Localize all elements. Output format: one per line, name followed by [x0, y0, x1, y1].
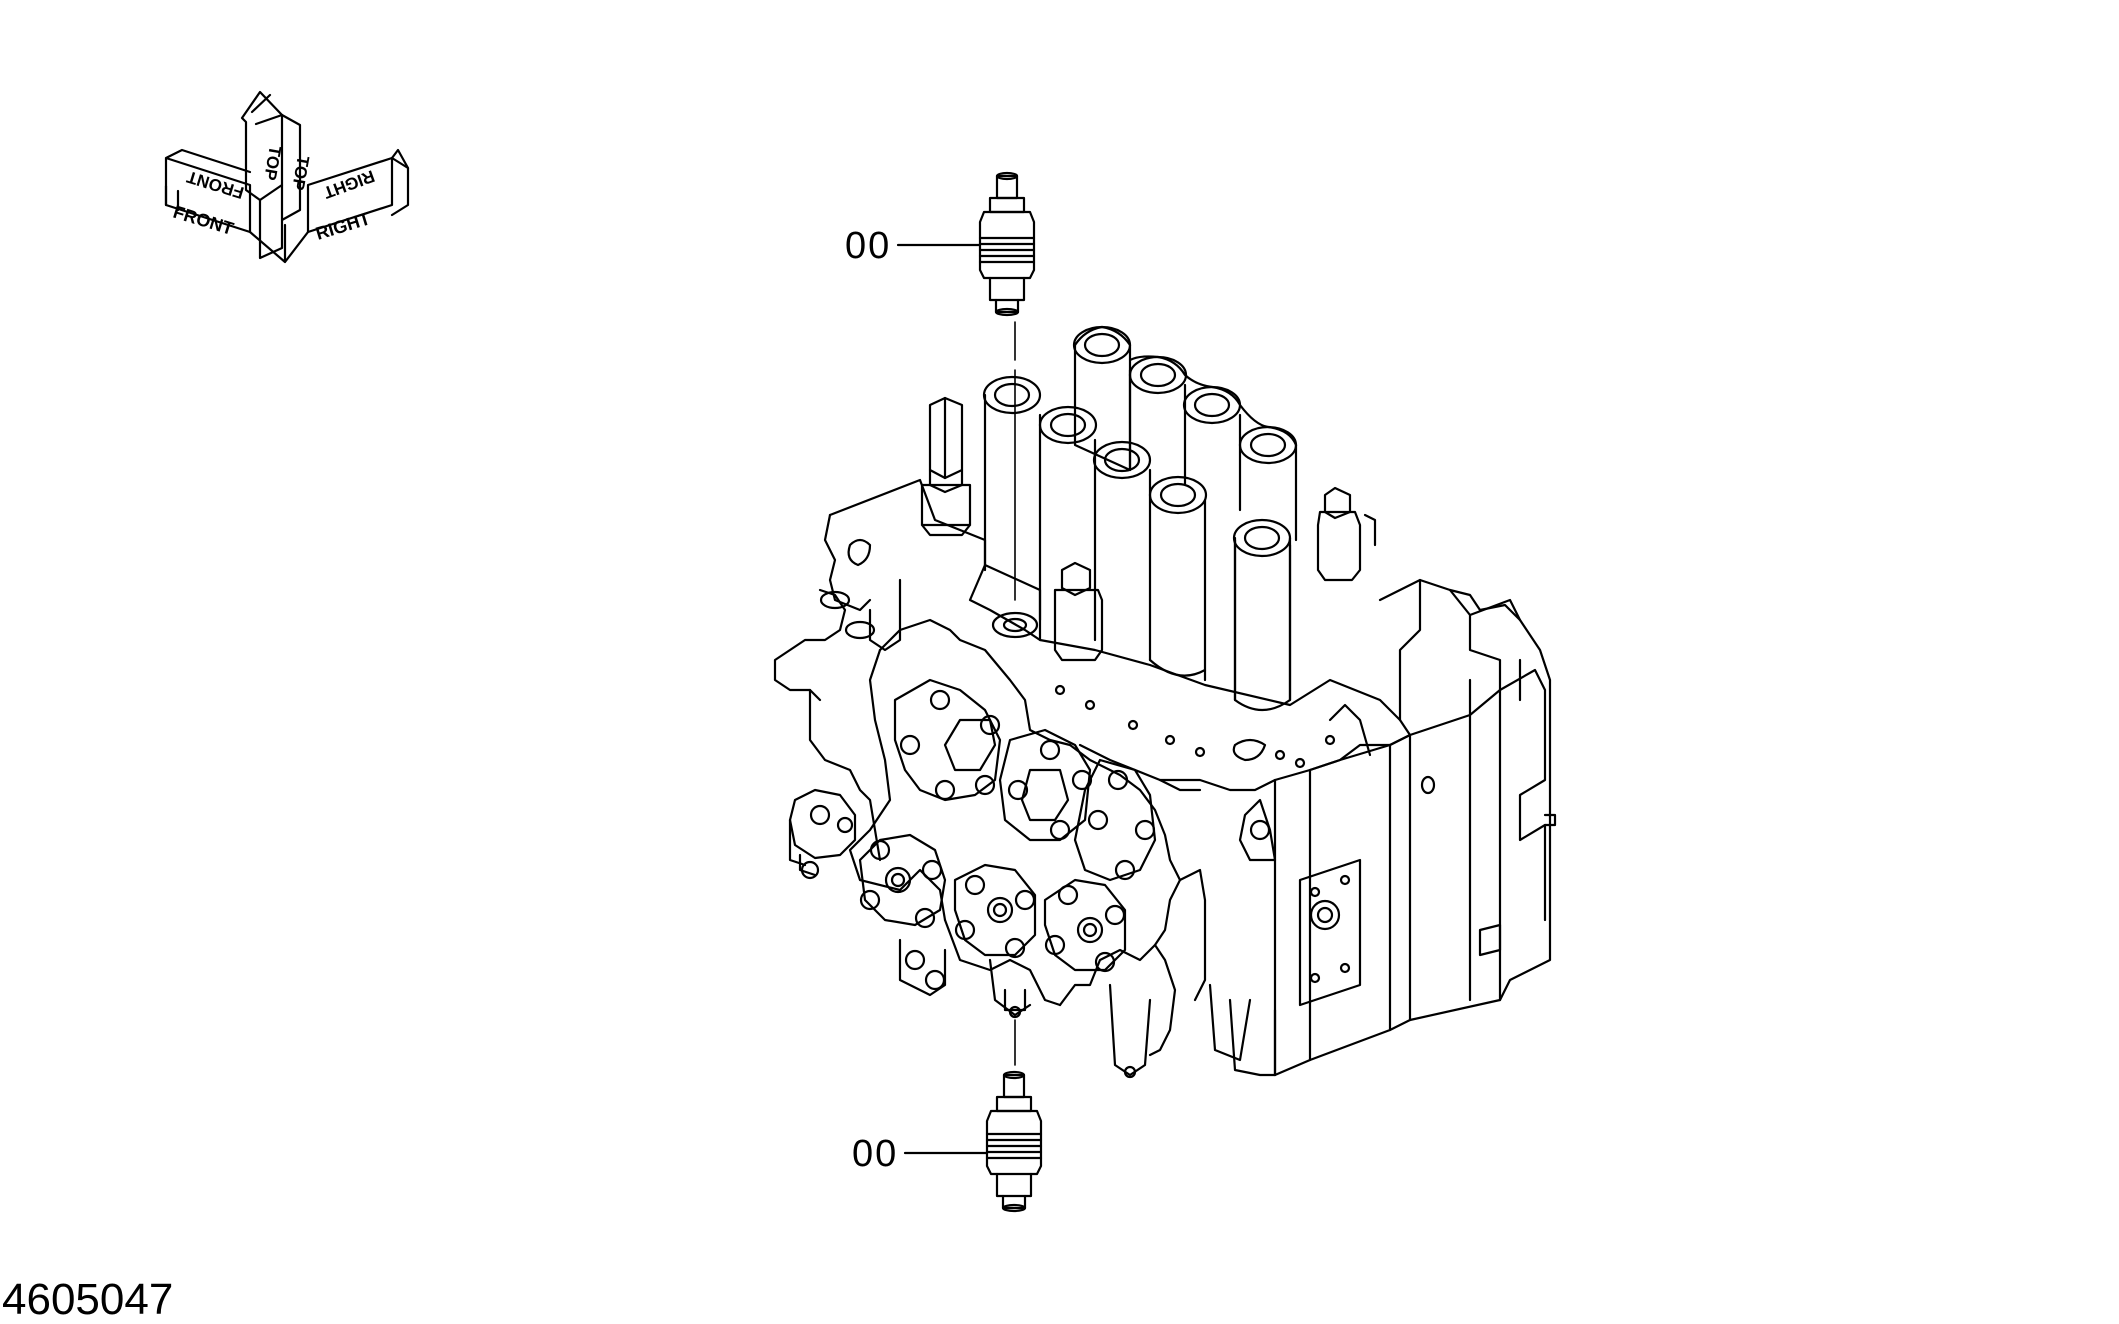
top-arrow-icon [240, 90, 284, 202]
right-label: RIGHT [313, 208, 372, 243]
callout-label-bottom[interactable]: 00 [852, 1133, 899, 1175]
front-label-inverted: FRONT [184, 167, 246, 202]
port-bosses-back-row [1072, 325, 1298, 542]
left-hex-plug [920, 396, 972, 537]
valve-body-right-block [1238, 688, 1502, 1077]
control-valve-assembly [773, 325, 1557, 1079]
relief-valve-top[interactable] [978, 171, 1036, 317]
top-deck [828, 478, 1412, 792]
port-bosses-front-row [982, 375, 1292, 712]
center-hex-plug [1053, 561, 1104, 662]
figure-number: 4605047 [2, 1275, 174, 1324]
front-label: FRONT [171, 202, 236, 239]
callout-label-top[interactable]: 00 [845, 225, 892, 267]
orientation-indicator-icon [164, 90, 410, 264]
right-hex-plug [1316, 486, 1377, 582]
relief-valve-bottom[interactable] [985, 1070, 1043, 1213]
valve-seat-port [991, 611, 1039, 639]
right-arrow-icon [306, 156, 410, 234]
valve-body-end-section [1378, 578, 1557, 1002]
front-flanges [788, 618, 1277, 1079]
